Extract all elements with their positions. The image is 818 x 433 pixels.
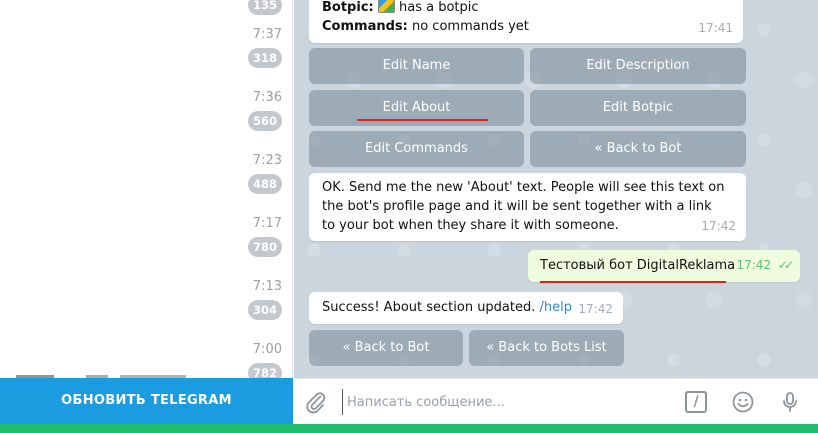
message-time: 17:42 (736, 258, 772, 272)
botpic-thumbnail (377, 0, 395, 13)
voice-button[interactable] (776, 388, 804, 416)
slash-icon: / (693, 394, 699, 410)
back-to-bot-button[interactable]: « Back to Bot (530, 131, 746, 167)
botpic-label: Botpic: (322, 0, 374, 15)
commands-button[interactable]: / (685, 391, 707, 413)
unread-badge: 780 (247, 237, 282, 257)
paperclip-icon (306, 392, 326, 414)
read-check-icon: ✓✓ (777, 258, 794, 272)
edit-about-underline (357, 119, 488, 121)
edit-botpic-button[interactable]: Edit Botpic (530, 90, 746, 126)
outgoing-message-text: Тестовый бот DigitalReklama (540, 258, 736, 273)
chat-time: 7:37 (252, 27, 282, 42)
chat-time: 7:00 (252, 342, 282, 357)
message-time: 17:42 (701, 219, 736, 233)
chat-list-item[interactable]: 135 (242, 0, 282, 15)
chat-list-item[interactable]: 7:37 318 (242, 27, 282, 68)
chat-time: 7:36 (252, 90, 282, 105)
edit-description-button[interactable]: Edit Description (530, 48, 746, 84)
emoji-button[interactable] (729, 388, 757, 416)
unread-badge: 560 (247, 111, 282, 131)
commands-label: Commands: (322, 19, 408, 34)
edit-commands-button[interactable]: Edit Commands (309, 131, 524, 167)
message-input[interactable] (342, 389, 662, 415)
back-to-bot-button-2[interactable]: « Back to Bot (309, 330, 463, 366)
outgoing-text-underline (540, 281, 726, 283)
unread-badge: 135 (247, 0, 282, 15)
botpic-value: has a botpic (399, 0, 479, 15)
edit-name-button[interactable]: Edit Name (309, 48, 524, 84)
chat-list-item[interactable]: 7:17 780 (242, 216, 282, 257)
window-bottom-strip (0, 424, 818, 433)
unread-badge: 318 (247, 48, 282, 68)
message-time: 17:42 (578, 302, 613, 316)
chat-list: 135 7:37 318 7:36 560 7:23 488 7:17 780 … (0, 0, 293, 383)
commands-line: Commands: no commands yet (322, 17, 730, 36)
about-prompt-text: OK. Send me the new 'About' text. People… (322, 180, 725, 233)
unread-badge: 304 (247, 300, 282, 320)
chat-time: 7:17 (252, 216, 282, 231)
chat-time: 7:13 (252, 279, 282, 294)
success-message: Success! About section updated. /help 17… (309, 292, 623, 324)
message-composer: / (294, 378, 818, 424)
obscured-chat-preview (16, 375, 276, 378)
message-time: 17:41 (698, 21, 733, 35)
chat-time: 7:23 (252, 153, 282, 168)
chat-list-item[interactable]: 7:13 304 (242, 279, 282, 320)
outgoing-message: Тестовый бот DigitalReklama 17:42 ✓✓ (528, 250, 800, 282)
chat-list-item[interactable]: 7:36 560 (242, 90, 282, 131)
help-link[interactable]: /help (539, 300, 573, 315)
microphone-icon (783, 392, 797, 412)
outgoing-meta: 17:42 ✓✓ (736, 256, 794, 275)
back-to-bots-list-button[interactable]: « Back to Bots List (469, 330, 624, 366)
smile-icon (732, 391, 754, 413)
update-telegram-label: ОБНОВИТЬ TELEGRAM (61, 393, 232, 408)
about-prompt-message: OK. Send me the new 'About' text. People… (309, 173, 746, 241)
botpic-line: Botpic: has a botpic (322, 0, 730, 17)
attach-button[interactable] (302, 388, 330, 416)
chat-list-item[interactable]: 7:23 488 (242, 153, 282, 194)
commands-value: no commands yet (411, 19, 529, 34)
bot-info-message: Botpic: has a botpic Commands: no comman… (309, 0, 743, 43)
update-telegram-button[interactable]: ОБНОВИТЬ TELEGRAM (0, 375, 293, 424)
chat-area: Botpic: has a botpic Commands: no comman… (294, 0, 818, 378)
success-text: Success! About section updated. (322, 300, 536, 315)
unread-badge: 488 (247, 174, 282, 194)
